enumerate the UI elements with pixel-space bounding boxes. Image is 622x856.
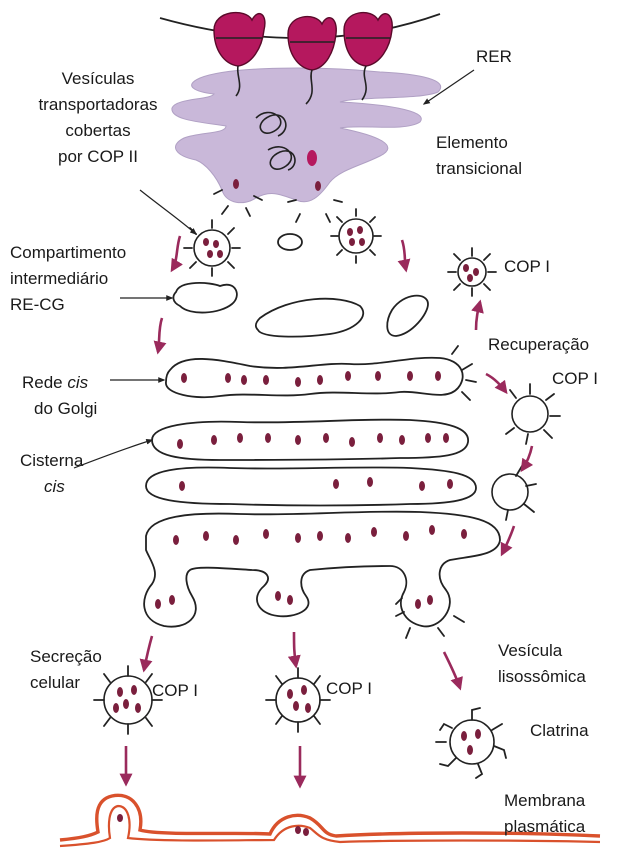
label-cop1-top: COP I [504, 257, 550, 276]
er-cargo-dot [307, 150, 317, 166]
intermediate-compartment [173, 283, 237, 313]
cop2-vesicle-left [184, 220, 240, 276]
label-vesicles-2: transportadoras [38, 95, 157, 114]
trans-golgi-network [144, 512, 500, 627]
cop1-vesicle-top [448, 248, 496, 296]
clathrin-vesicle [436, 708, 506, 778]
intermediate-fragment-3 [387, 296, 428, 336]
cop2-vesicle-right [331, 209, 381, 263]
label-intermediate-1: Compartimento [10, 243, 126, 262]
label-secretion-2: celular [30, 673, 80, 692]
label-membrane-1: Membrana [504, 791, 586, 810]
cis-golgi-network [166, 346, 476, 400]
label-transitional-2: transicional [436, 159, 522, 178]
label-cistern-2: cis [44, 477, 65, 496]
label-cistern-1: Cisterna [20, 451, 84, 470]
medial-cisterna [146, 467, 476, 505]
intermediate-fragment-2 [256, 299, 363, 337]
label-lysosomal-1: Vesícula [498, 641, 563, 660]
label-cop1-left: COP I [152, 681, 198, 700]
label-lysosomal-2: lisossômica [498, 667, 586, 686]
label-vesicles-3: cobertas [65, 121, 130, 140]
label-cis-network-1: Rede cis [22, 373, 89, 392]
cop1-bud-golgi [492, 466, 536, 520]
label-cis-network-2: do Golgi [34, 399, 97, 418]
label-intermediate-3: RE-CG [10, 295, 65, 314]
label-transitional-1: Elemento [436, 133, 508, 152]
label-membrane-2: plasmática [504, 817, 586, 836]
label-cop1-mid: COP I [326, 679, 372, 698]
cop2-bud-right [288, 200, 342, 222]
label-cop1-recovery: COP I [552, 369, 598, 388]
label-clathrin: Clatrina [530, 721, 589, 740]
label-vesicles-4: por COP II [58, 147, 138, 166]
cop1-vesicle-recovery [506, 384, 560, 444]
intermediate-fragment-1 [278, 234, 302, 250]
cis-cisterna [152, 420, 468, 460]
rough-endoplasmic-reticulum [172, 68, 441, 203]
label-rer: RER [476, 47, 512, 66]
secretory-vesicle-middle [266, 668, 330, 732]
label-vesicles-1: Vesículas [62, 69, 135, 88]
label-intermediate-2: intermediário [10, 269, 108, 288]
secretory-vesicle-left [94, 666, 162, 734]
label-recovery: Recuperação [488, 335, 589, 354]
label-secretion-1: Secreção [30, 647, 102, 666]
